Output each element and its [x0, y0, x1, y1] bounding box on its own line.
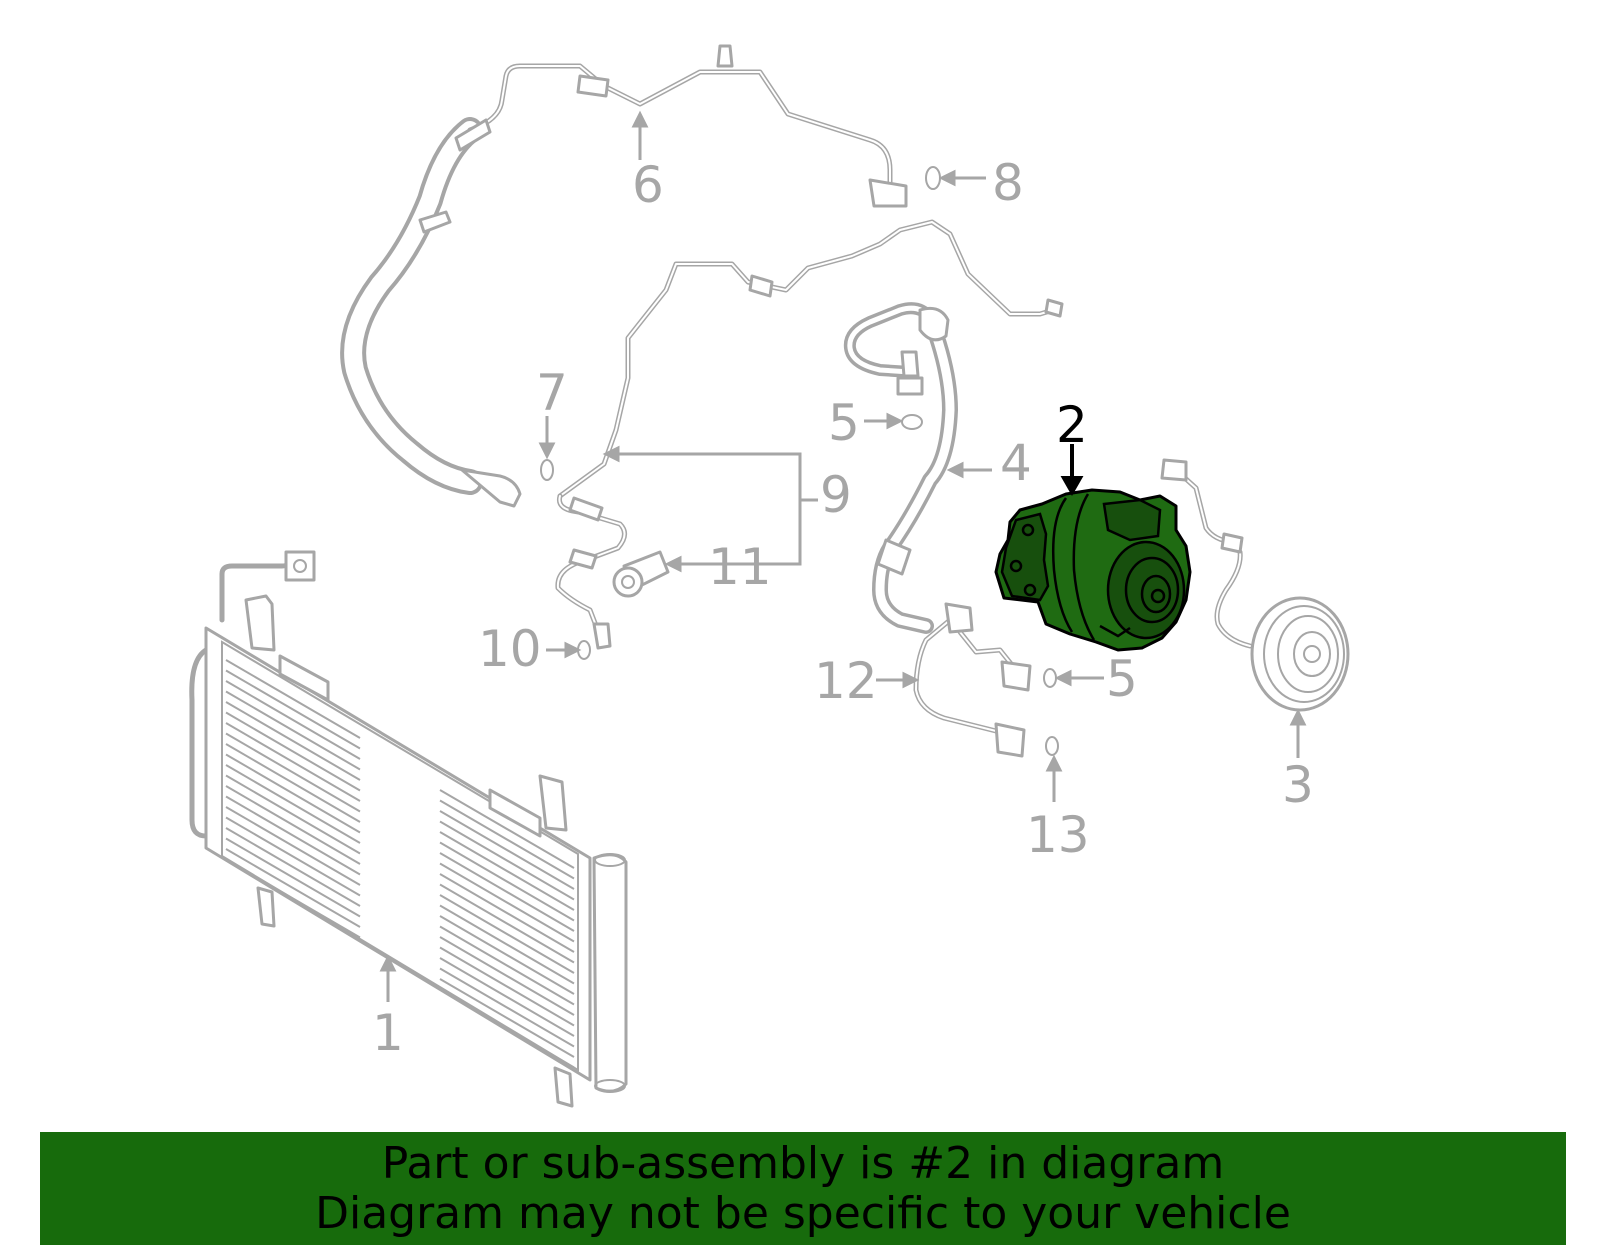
- callout-5-lower[interactable]: 5: [1106, 650, 1138, 708]
- condenser-fin: [439, 852, 575, 932]
- condenser-fin: [225, 816, 361, 897]
- condenser-fin: [225, 785, 361, 865]
- condenser-fin: [439, 799, 575, 880]
- condenser-fin: [439, 967, 575, 1048]
- callout-4[interactable]: 4: [1000, 434, 1032, 492]
- condenser-fin: [225, 774, 361, 855]
- callout-5-upper[interactable]: 5: [828, 394, 860, 452]
- condenser-fin: [439, 820, 575, 901]
- leader-lines: [379, 110, 1307, 1002]
- condenser-fin: [225, 669, 361, 750]
- condenser-fin: [225, 680, 361, 760]
- callout-1[interactable]: 1: [372, 1004, 404, 1062]
- callout-3[interactable]: 3: [1282, 756, 1314, 814]
- condenser-fin: [225, 837, 361, 918]
- switch-part-11: [612, 550, 670, 598]
- condenser-fin: [439, 862, 575, 943]
- condenser-fin: [439, 988, 575, 1069]
- condenser-fin: [439, 810, 575, 890]
- condenser-fin: [225, 858, 361, 939]
- condenser-part-1: [189, 550, 628, 1108]
- condenser-fin: [225, 806, 361, 886]
- callout-7[interactable]: 7: [536, 364, 568, 422]
- condenser-fin: [225, 701, 361, 781]
- callout-9[interactable]: 9: [820, 466, 852, 524]
- condenser-fin: [439, 946, 575, 1027]
- condenser-fin: [439, 789, 575, 869]
- line-part-12: [913, 602, 1032, 758]
- condenser-fin: [225, 848, 361, 928]
- condenser-fin: [439, 894, 575, 974]
- condenser-fin: [225, 732, 361, 813]
- condenser-fin: [225, 764, 361, 844]
- condenser-fin: [439, 904, 575, 985]
- condenser-fin: [439, 925, 575, 1006]
- callout-6[interactable]: 6: [632, 156, 664, 214]
- condenser-fin: [439, 915, 575, 995]
- banner-line-2: Diagram may not be specific to your vehi…: [315, 1187, 1291, 1239]
- callout-11[interactable]: 11: [708, 538, 772, 596]
- callout-labels: 1 2 3 4 5 5 6 7 8 9 10 11 12 13: [372, 154, 1314, 1062]
- clutch-part-3: [1160, 458, 1350, 712]
- callout-12[interactable]: 12: [814, 652, 878, 710]
- condenser-fin: [225, 690, 361, 771]
- callout-2[interactable]: 2: [1056, 396, 1088, 454]
- line-part-9: [555, 219, 1064, 650]
- callout-10[interactable]: 10: [478, 620, 542, 678]
- condenser-fin: [225, 711, 361, 792]
- condenser-fin: [439, 978, 575, 1058]
- condenser-fin: [439, 841, 575, 922]
- hose-part-4: [843, 302, 958, 634]
- hose-part-6: [340, 44, 908, 508]
- callout-13[interactable]: 13: [1026, 806, 1090, 864]
- condenser-fin: [225, 743, 361, 823]
- condenser-fin: [439, 957, 575, 1037]
- condenser-fin: [439, 883, 575, 964]
- condenser-fin: [225, 795, 361, 876]
- compressor-part-2[interactable]: [994, 488, 1192, 652]
- condenser-fin: [439, 873, 575, 953]
- info-banner: Part or sub-assembly is #2 in diagram Di…: [40, 1132, 1566, 1245]
- condenser-fin: [439, 936, 575, 1016]
- condenser-fin: [225, 659, 361, 739]
- banner-line-1: Part or sub-assembly is #2 in diagram: [381, 1137, 1225, 1189]
- condenser-fin: [225, 753, 361, 834]
- condenser-fin: [225, 722, 361, 802]
- condenser-fin: [439, 831, 575, 911]
- callout-8[interactable]: 8: [992, 154, 1024, 212]
- condenser-fin: [225, 827, 361, 907]
